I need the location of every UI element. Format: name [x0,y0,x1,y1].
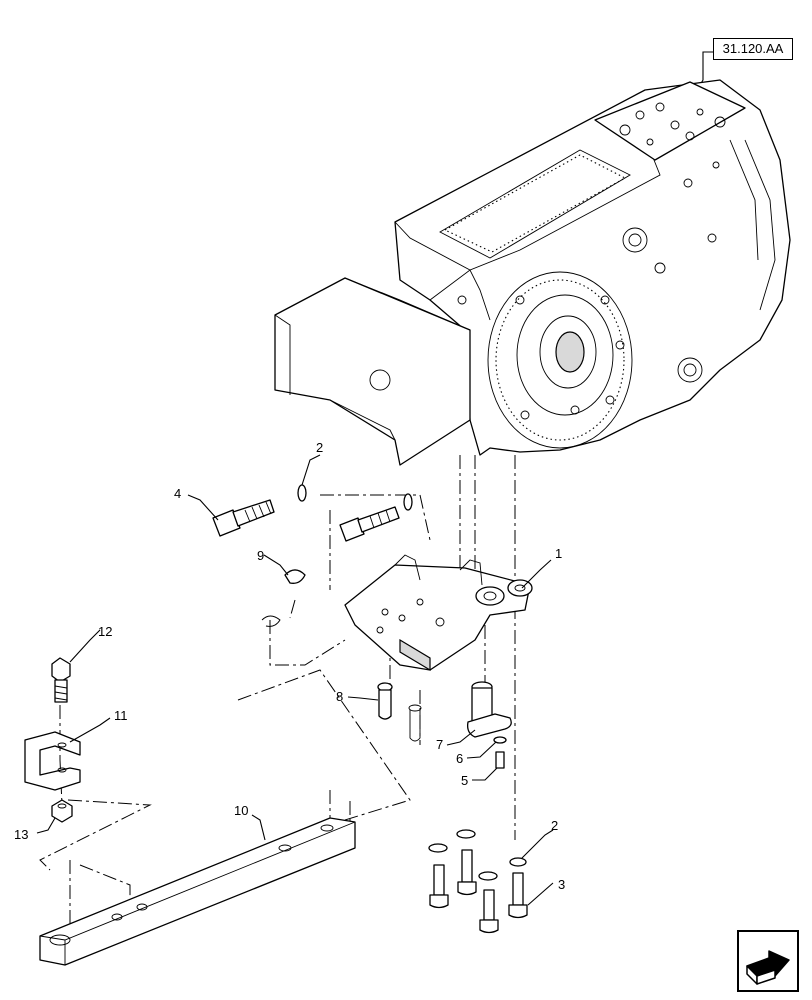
transmission-housing [274,79,791,466]
callout-leaders [36,454,554,906]
callout-12: 12 [98,624,112,639]
drawbar-bracket [344,554,533,672]
next-page-arrow-icon[interactable] [737,930,799,992]
reference-label[interactable]: 31.120.AA [722,41,784,56]
callout-3: 3 [558,877,565,892]
assembly-lines [39,455,516,930]
callout-13: 13 [14,827,28,842]
flange-bolts [428,829,528,934]
callout-4: 4 [174,486,181,501]
washer-top-left [297,484,307,502]
pin-short-ghost [408,704,422,742]
washer-top-right [403,493,413,511]
callout-2-upper: 2 [316,440,323,455]
callout-10: 10 [234,803,248,818]
reference-label-box[interactable]: 31.120.AA [713,38,793,60]
bolt-long [212,499,275,537]
hitch-nut [51,799,73,823]
callout-9: 9 [257,548,264,563]
next-page-arrow-glyph [746,950,790,985]
bolt-ghost [339,506,400,542]
snap-ring-ghost [261,615,281,627]
callout-labels: 1 2 2 3 4 5 6 7 8 9 10 11 12 13 [14,440,565,892]
snap-ring [284,569,306,584]
screw-small [495,751,505,769]
drawbar [39,817,356,966]
callout-7: 7 [436,737,443,752]
callout-1: 1 [555,546,562,561]
pin-short [377,682,393,720]
callout-11: 11 [114,708,128,723]
callout-2-lower: 2 [551,818,558,833]
callout-6: 6 [456,751,463,766]
washer-small [493,736,507,744]
callout-8: 8 [336,689,343,704]
hitch-clamp [24,731,81,791]
hitch-bolt [51,657,71,703]
pin-with-plate [467,681,512,738]
callout-5: 5 [461,773,468,788]
